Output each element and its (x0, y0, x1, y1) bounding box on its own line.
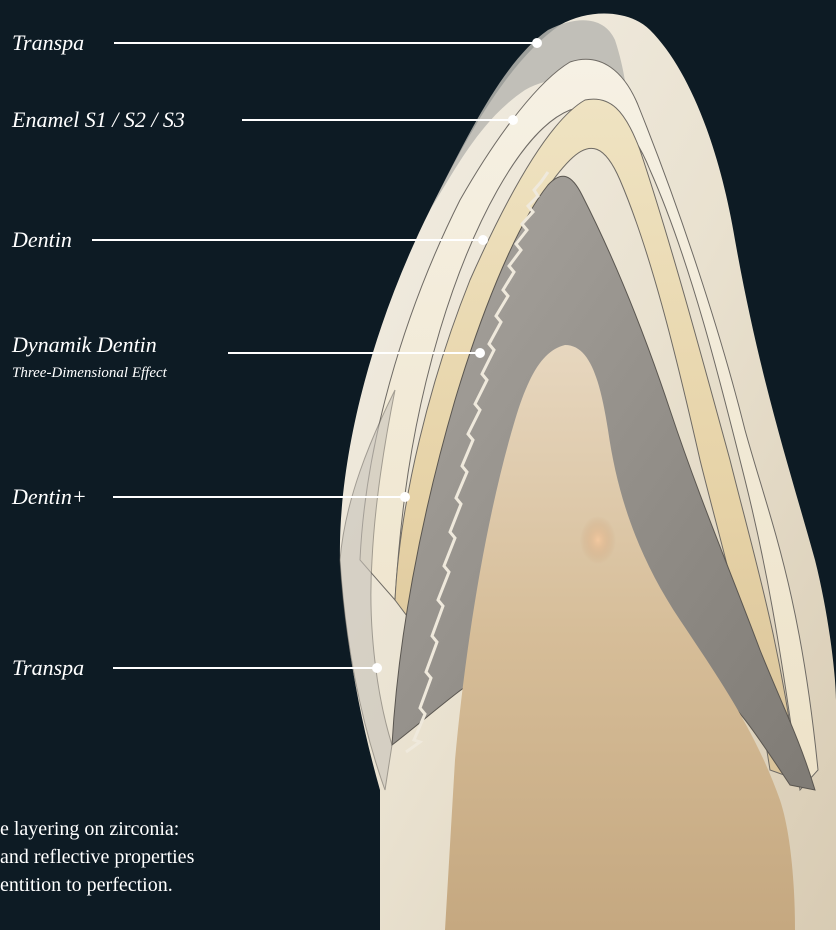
leader-dot-dentin-plus (401, 493, 409, 501)
label-transpa-top: Transpa (12, 31, 84, 55)
caption-line-2: and reflective properties (0, 843, 194, 871)
leader-dot-transpa-bottom (373, 664, 381, 672)
leader-dot-transpa-top (533, 39, 541, 47)
caption-line-3: entition to perfection. (0, 871, 173, 899)
label-dentin: Dentin (12, 228, 72, 252)
leader-dot-enamel (509, 116, 517, 124)
core-highlight-spot (580, 516, 616, 564)
label-dentin-plus: Dentin+ (12, 485, 87, 509)
leader-dot-dentin (479, 236, 487, 244)
label-dynamik-sub: Three-Dimensional Effect (12, 364, 167, 382)
label-dynamik-dentin: Dynamik Dentin (12, 333, 157, 357)
label-enamel: Enamel S1 / S2 / S3 (12, 108, 185, 132)
label-transpa-bottom: Transpa (12, 656, 84, 680)
leader-dot-dynamik-dentin (476, 349, 484, 357)
caption-line-1: e layering on zirconia: (0, 815, 179, 843)
